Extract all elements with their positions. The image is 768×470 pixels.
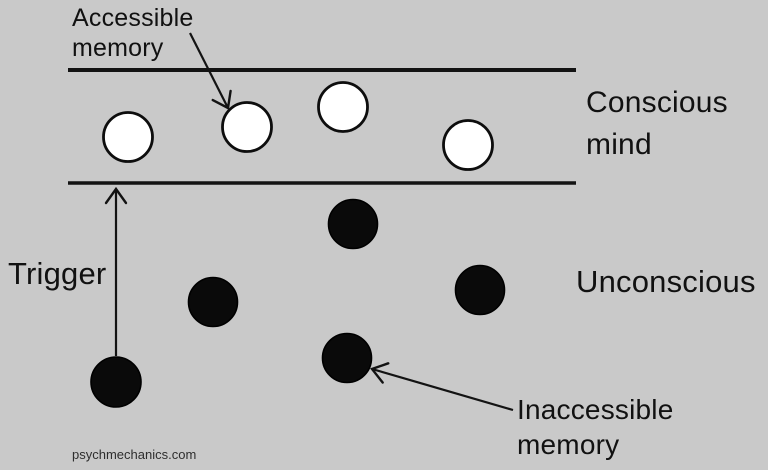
- watermark-text: psychmechanics.com: [72, 447, 197, 462]
- conscious-mind-label: Conscious mind: [586, 86, 728, 161]
- unconscious-label: Unconscious: [576, 264, 756, 299]
- inaccessible-memory-circle: [187, 276, 239, 328]
- trigger-memory-circle: [90, 356, 142, 408]
- inaccessible-memory-circle: [321, 332, 373, 384]
- accessible-memory-circle: [317, 81, 369, 133]
- accessible-memory-circles: [102, 81, 494, 171]
- inaccessible-memory-label: Inaccessible memory: [517, 394, 674, 460]
- inaccessible-memory-circle: [327, 198, 379, 250]
- accessible-memory-circle: [102, 111, 154, 163]
- accessible-memory-arrow: [189, 32, 232, 110]
- accessible-memory-circle: [442, 119, 494, 171]
- inaccessible-memory-arrow: [370, 362, 514, 412]
- trigger-label: Trigger: [8, 256, 107, 291]
- accessible-memory-circle: [221, 101, 273, 153]
- accessible-memory-label: Accessible memory: [72, 4, 194, 62]
- inaccessible-memory-circles: [90, 198, 506, 408]
- inaccessible-memory-circle: [454, 264, 506, 316]
